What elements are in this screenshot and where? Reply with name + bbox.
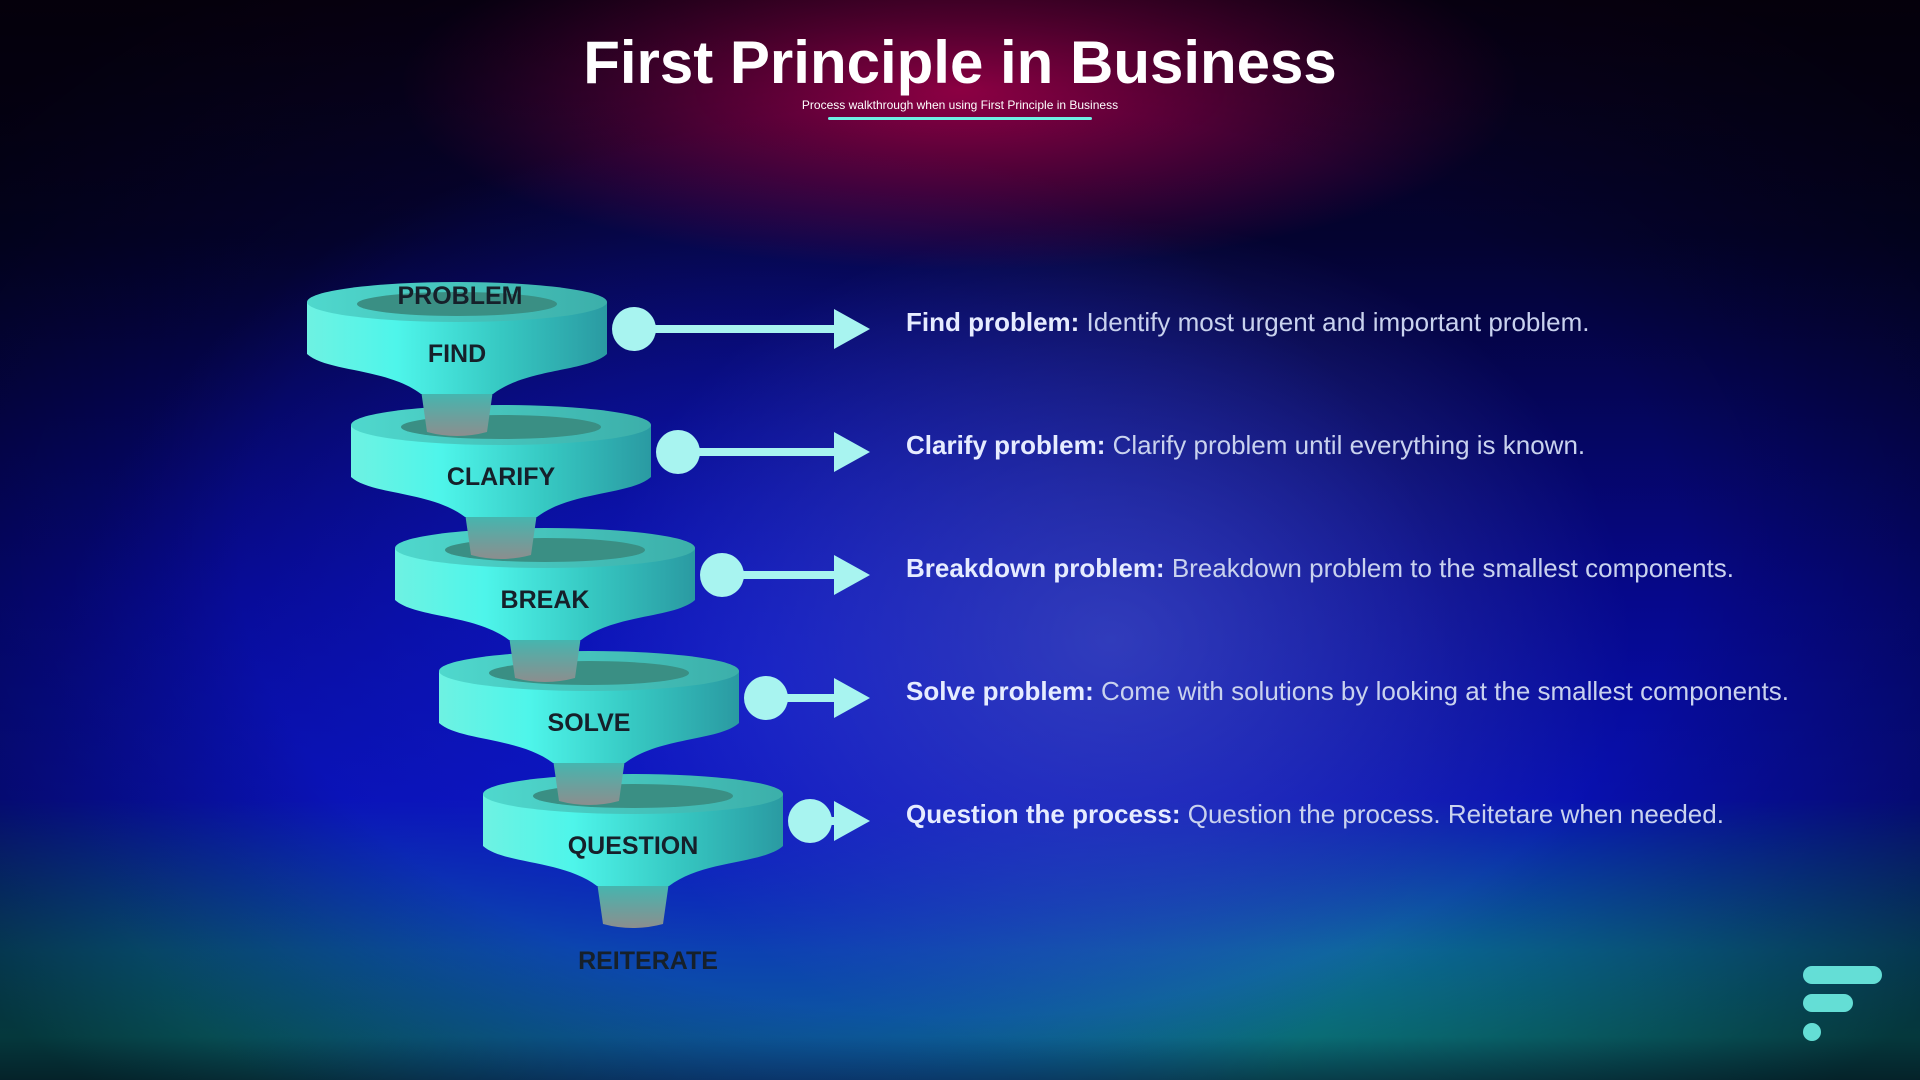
description-heading: Question the process: xyxy=(906,799,1181,829)
funnel-stem xyxy=(597,882,669,928)
arrow-head-icon xyxy=(834,801,870,841)
description-solve: Solve problem: Come with solutions by lo… xyxy=(906,676,1789,707)
description-text: Clarify problem until everything is know… xyxy=(1105,430,1585,460)
connector-solve xyxy=(744,676,870,720)
funnel-stem xyxy=(465,513,537,559)
arrow-head-icon xyxy=(834,309,870,349)
stage-label-question: QUESTION xyxy=(568,832,699,860)
connector-line xyxy=(634,325,836,333)
connector-clarify xyxy=(656,430,870,474)
description-text: Identify most urgent and important probl… xyxy=(1079,307,1589,337)
funnel-stages: QUESTION SOLVE BREAK CLARIFY FIND xyxy=(307,282,783,928)
stage-label-find: FIND xyxy=(428,340,486,368)
arrow-head-icon xyxy=(834,432,870,472)
funnel-stem xyxy=(553,759,625,805)
stage-label-solve: SOLVE xyxy=(548,709,631,737)
reiterate-label: REITERATE xyxy=(578,947,718,975)
description-heading: Breakdown problem: xyxy=(906,553,1165,583)
brand-logo-icon xyxy=(1800,966,1882,1044)
arrow-head-icon xyxy=(834,678,870,718)
description-text: Come with solutions by looking at the sm… xyxy=(1094,676,1789,706)
description-text: Breakdown problem to the smallest compon… xyxy=(1165,553,1734,583)
connector-find xyxy=(612,307,870,351)
arrow-head-icon xyxy=(834,555,870,595)
description-clarify: Clarify problem: Clarify problem until e… xyxy=(906,430,1585,461)
description-find: Find problem: Identify most urgent and i… xyxy=(906,307,1589,338)
description-break: Breakdown problem: Breakdown problem to … xyxy=(906,553,1734,584)
stage-label-clarify: CLARIFY xyxy=(447,463,556,491)
funnel-stage-question: QUESTION xyxy=(483,774,783,928)
connector-line xyxy=(810,817,836,825)
connector-question xyxy=(788,799,870,843)
description-text: Question the process. Reitetare when nee… xyxy=(1181,799,1724,829)
funnel-stem xyxy=(509,636,581,682)
description-heading: Solve problem: xyxy=(906,676,1094,706)
connector-break xyxy=(700,553,870,597)
description-heading: Clarify problem: xyxy=(906,430,1105,460)
connector-line xyxy=(766,694,836,702)
funnel-stem xyxy=(421,390,493,436)
connector-line xyxy=(678,448,836,456)
description-question: Question the process: Question the proce… xyxy=(906,799,1724,830)
connector-line xyxy=(722,571,836,579)
stage-label-break: BREAK xyxy=(501,586,590,614)
description-heading: Find problem: xyxy=(906,307,1079,337)
problem-label: PROBLEM xyxy=(398,282,523,310)
